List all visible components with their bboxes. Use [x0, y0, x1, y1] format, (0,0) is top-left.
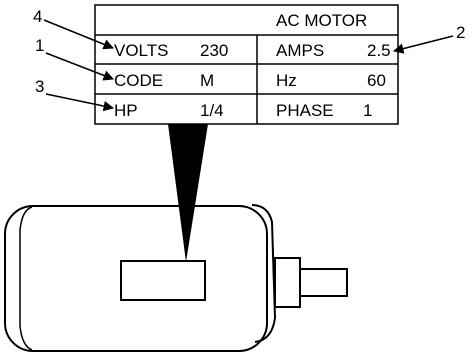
phase-value: 1 — [363, 101, 372, 120]
code-value: M — [200, 71, 214, 90]
motor-nameplate-area — [120, 260, 206, 301]
nameplate: AC MOTOR VOLTS 230 AMPS 2.5 CODE M Hz 60… — [94, 4, 399, 125]
motor-shaft — [299, 268, 348, 297]
volts-value: 230 — [200, 41, 228, 60]
amps-value: 2.5 — [367, 41, 391, 60]
nameplate-title: AC MOTOR — [276, 11, 367, 30]
callout-4: 4 — [33, 7, 42, 26]
nameplate-pointer — [168, 124, 208, 262]
amps-label: AMPS — [276, 41, 324, 60]
callouts: 4 1 3 2 — [33, 7, 465, 112]
callout-4-leader — [43, 19, 114, 50]
callout-1: 1 — [35, 36, 44, 55]
hp-value: 1/4 — [200, 101, 224, 120]
motor-shaft-collar — [274, 257, 301, 308]
volts-label: VOLTS — [114, 41, 168, 60]
hz-value: 60 — [367, 71, 386, 90]
callout-3-leader — [45, 93, 115, 112]
motor-left-end-ring — [19, 206, 33, 351]
callout-2-leader — [392, 35, 454, 54]
callout-2: 2 — [456, 23, 465, 42]
motor — [4, 204, 348, 352]
hz-label: Hz — [276, 71, 297, 90]
phase-label: PHASE — [276, 101, 334, 120]
callout-3: 3 — [35, 77, 44, 96]
code-label: CODE — [114, 71, 163, 90]
motor-end-cap — [251, 204, 277, 343]
hp-label: HP — [114, 101, 138, 120]
callout-1-leader — [45, 52, 114, 81]
motor-housing — [4, 205, 268, 352]
